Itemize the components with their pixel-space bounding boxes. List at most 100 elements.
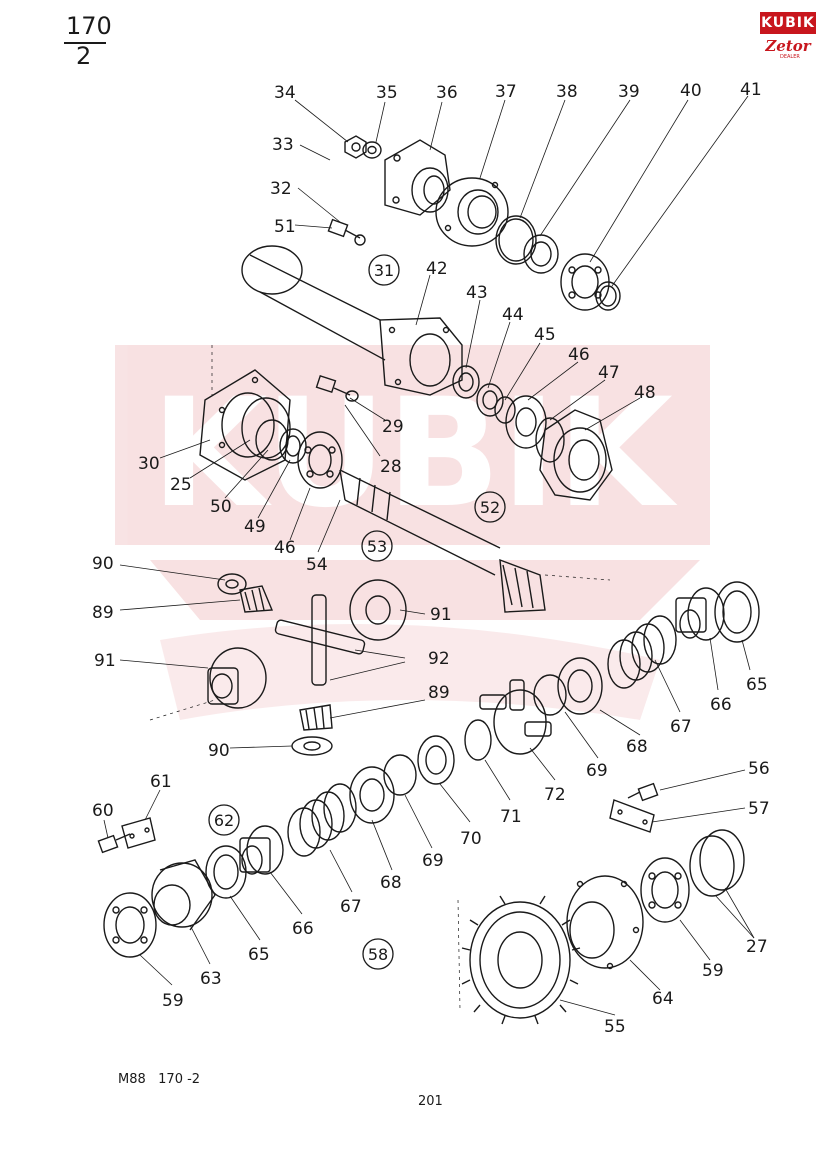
callout-59: 59 (162, 991, 184, 1011)
clutch-plate-68-right (557, 657, 603, 715)
callout-64: 64 (652, 989, 674, 1009)
ring-70 (417, 735, 455, 785)
crown-wheel-55 (461, 895, 581, 1025)
callout-60: 60 (92, 801, 114, 821)
callout-68: 68 (626, 737, 648, 757)
flange-36 (384, 139, 451, 216)
bearing-46-upper (505, 395, 547, 449)
nut-34 (344, 135, 367, 159)
callout-42: 42 (426, 259, 448, 279)
disc-stack-67-left (287, 783, 357, 857)
callout-92: 92 (428, 649, 450, 669)
callout-54: 54 (306, 555, 328, 575)
callout-90: 90 (92, 554, 114, 574)
callout-59: 59 (702, 961, 724, 981)
callout-44: 44 (502, 305, 524, 325)
axle-housing-42 (241, 245, 463, 396)
callout-32: 32 (270, 179, 292, 199)
bearing-59-left (103, 892, 157, 958)
callout-55: 55 (604, 1017, 626, 1037)
carrier-63 (151, 859, 216, 931)
callout-38: 38 (556, 82, 578, 102)
callout-40: 40 (680, 81, 702, 101)
group-circle-53: 53 (361, 530, 393, 562)
model-reference: M88 170 -2 (118, 1072, 201, 1087)
callout-27: 27 (746, 937, 768, 957)
group-number: 52 (480, 498, 500, 517)
callout-49: 49 (244, 517, 266, 537)
callout-34: 34 (274, 83, 296, 103)
callout-29: 29 (382, 417, 404, 437)
side-gear-91-lower (207, 647, 267, 709)
callout-91: 91 (430, 605, 452, 625)
callout-63: 63 (200, 969, 222, 989)
side-gear-91-upper (349, 579, 407, 641)
page-number: 201 (418, 1094, 443, 1109)
callout-48: 48 (634, 383, 656, 403)
pinion-89-upper (239, 585, 274, 613)
leader-lines (103, 95, 755, 1016)
group-number: 53 (367, 537, 387, 556)
locknut-43 (452, 365, 480, 399)
callout-61: 61 (150, 772, 172, 792)
clutch-plate-68-left (349, 766, 395, 824)
disc-stack-67-right (607, 615, 677, 689)
callout-33: 33 (272, 135, 294, 155)
callout-56: 56 (748, 759, 770, 779)
sheet-denominator: 2 (76, 42, 92, 70)
callout-39: 39 (618, 82, 640, 102)
group-number: 31 (374, 261, 394, 280)
group-circle-62: 62 (208, 804, 240, 836)
diff-cross-72 (479, 679, 552, 755)
callout-41: 41 (740, 80, 762, 100)
circlip-41 (595, 281, 621, 311)
washer-35 (362, 141, 382, 159)
kubik-zetor-logo: KUBIK Zetor DEALER (760, 12, 816, 62)
bolt-56 (627, 782, 659, 802)
callout-89: 89 (92, 603, 114, 623)
callout-57: 57 (748, 799, 770, 819)
washer-32 (354, 234, 366, 246)
callout-47: 47 (598, 363, 620, 383)
bearing-59-right (640, 857, 690, 923)
pinion-89-lower (299, 704, 333, 731)
circlip-71 (464, 719, 492, 761)
washer-65-left (205, 845, 247, 899)
callout-90: 90 (208, 741, 230, 761)
callout-72: 72 (544, 785, 566, 805)
logo-top-text: KUBIK (760, 12, 816, 34)
callout-66: 66 (710, 695, 732, 715)
group-circle-31: 31 (368, 254, 400, 286)
seal-49 (279, 428, 307, 464)
callout-36: 36 (436, 83, 458, 103)
callout-67: 67 (670, 717, 692, 737)
center-lines (149, 345, 611, 1011)
washer-28 (345, 390, 359, 402)
callout-50: 50 (210, 497, 232, 517)
callout-46: 46 (274, 538, 296, 558)
callout-37: 37 (495, 82, 517, 102)
group-circle-58: 58 (362, 938, 394, 970)
callout-65: 65 (746, 675, 768, 695)
group-number: 58 (368, 945, 388, 964)
thrust-washer-90-lower (291, 736, 333, 756)
watermark: KUBIK (115, 345, 710, 720)
group-circle-52: 52 (474, 491, 506, 523)
hub-66-left (239, 825, 284, 875)
ring-45 (494, 396, 516, 424)
lockwasher-44 (476, 383, 504, 417)
shims-27 (689, 829, 745, 897)
watermark-text: KUBIK (151, 367, 678, 541)
callout-91: 91 (94, 651, 116, 671)
logo-bottom-text: Zetor (765, 37, 811, 55)
callout-28: 28 (380, 457, 402, 477)
half-shaft-54 (339, 469, 546, 613)
diff-housing-64 (566, 875, 644, 970)
callout-25: 25 (170, 475, 192, 495)
callout-69: 69 (586, 761, 608, 781)
callout-65: 65 (248, 945, 270, 965)
washer-65-right (714, 581, 760, 643)
